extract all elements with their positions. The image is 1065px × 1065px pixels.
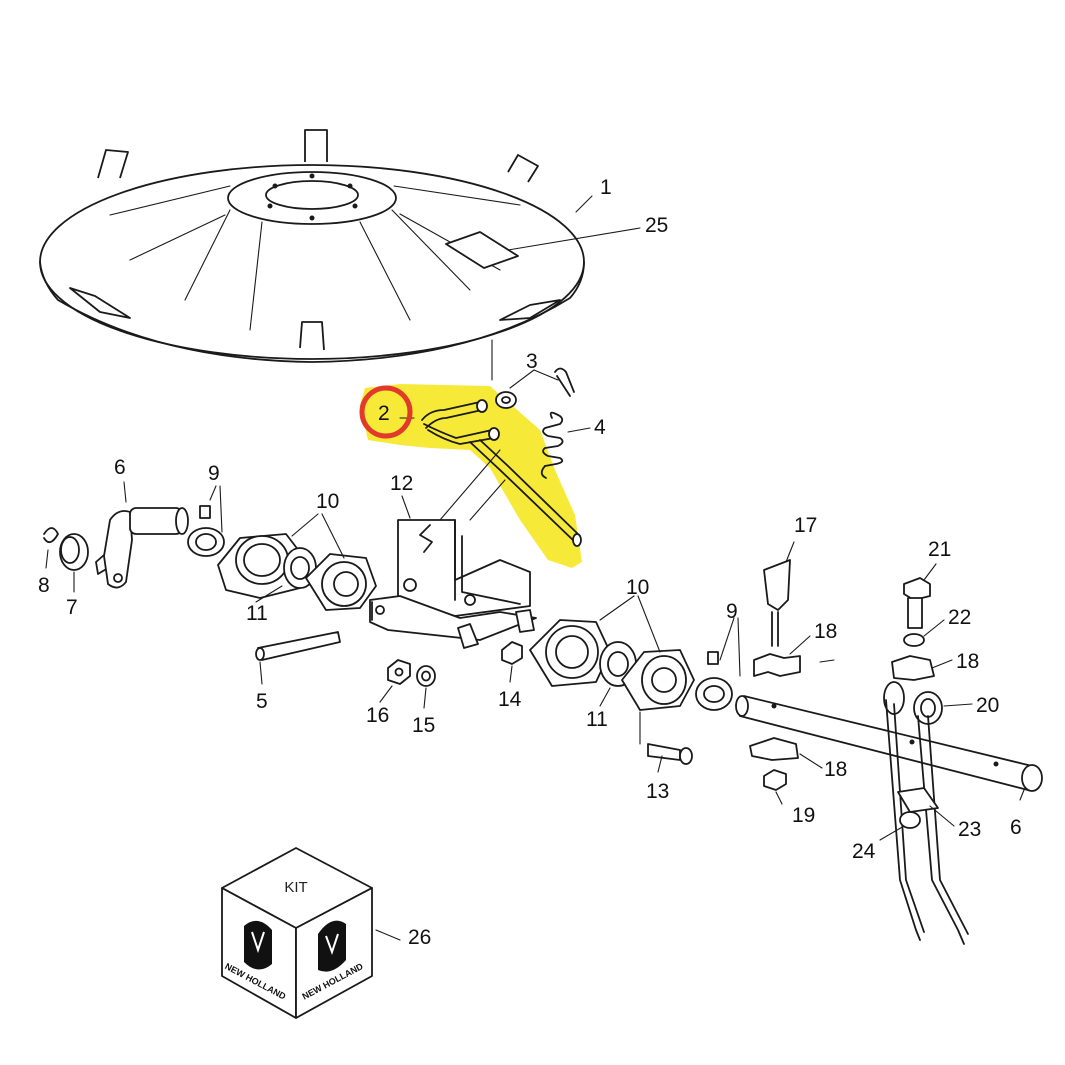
tension-spring xyxy=(540,411,564,479)
callout-24: 24 xyxy=(852,840,876,863)
callout-14: 14 xyxy=(498,688,522,711)
callout-26: 26 xyxy=(408,926,431,949)
part-2-highlight xyxy=(360,384,582,568)
callout-13: 13 xyxy=(646,780,669,803)
kit-label: KIT xyxy=(284,879,307,896)
callout-21: 21 xyxy=(928,538,951,561)
center-bearing-assembly xyxy=(387,619,733,765)
tine-bar-assembly xyxy=(735,559,1043,945)
callout-3: 3 xyxy=(526,350,538,373)
callout-16: 16 xyxy=(366,704,389,727)
callout-11a: 11 xyxy=(246,602,268,625)
callout-25: 25 xyxy=(645,214,668,237)
callout-10a: 10 xyxy=(316,490,339,513)
callout-9b: 9 xyxy=(726,600,738,623)
callout-12: 12 xyxy=(390,472,413,495)
callout-22: 22 xyxy=(948,606,971,629)
washer-and-cotter-pin xyxy=(495,367,575,409)
callout-labels: 1 25 2 3 4 6 9 10 12 8 7 11 5 16 15 14 1… xyxy=(38,176,1022,949)
callout-4: 4 xyxy=(594,416,606,439)
callout-10b: 10 xyxy=(626,576,649,599)
callout-15: 15 xyxy=(412,714,435,737)
callout-2: 2 xyxy=(378,402,390,425)
callout-23: 23 xyxy=(958,818,981,841)
callout-5: 5 xyxy=(256,690,268,713)
callout-6b: 6 xyxy=(1010,816,1022,839)
left-crank-assembly xyxy=(43,505,377,661)
callout-18a: 18 xyxy=(814,620,837,643)
part-2-circle-marker xyxy=(359,385,413,439)
callout-8: 8 xyxy=(38,574,50,597)
callout-11b: 11 xyxy=(586,708,608,731)
callout-1: 1 xyxy=(600,176,612,199)
callout-7: 7 xyxy=(66,596,78,619)
callout-6a: 6 xyxy=(114,456,126,479)
leader-lines xyxy=(45,195,1025,941)
callout-20: 20 xyxy=(976,694,999,717)
callout-18b: 18 xyxy=(956,650,979,673)
callout-18c: 18 xyxy=(824,758,847,781)
callout-9a: 9 xyxy=(208,462,220,485)
crank-rod xyxy=(421,399,582,547)
callout-19: 19 xyxy=(792,804,815,827)
disc-shield xyxy=(39,129,585,363)
kit-box: KIT NEW HOLLAND NEW HOLLAND xyxy=(221,847,373,1019)
mounting-bracket xyxy=(369,449,537,649)
callout-17: 17 xyxy=(794,514,817,537)
